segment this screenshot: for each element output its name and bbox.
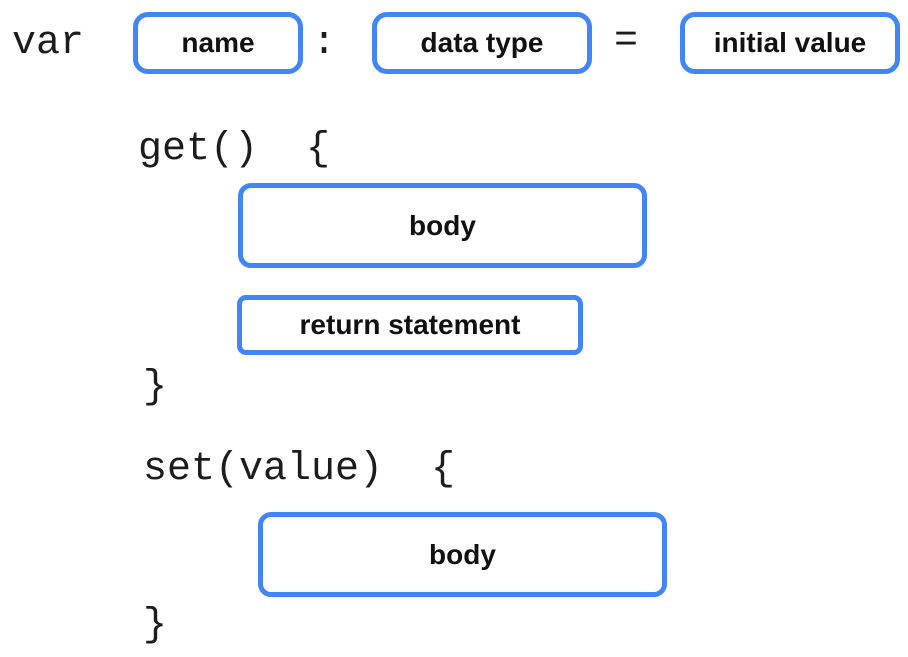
setter-body-placeholder-label: body — [429, 538, 496, 570]
setter-body-placeholder-box: body — [258, 512, 667, 597]
var-keyword: var — [12, 21, 85, 66]
name-placeholder-box: name — [133, 12, 303, 74]
setter-signature: set(value) { — [143, 447, 456, 492]
initial-value-placeholder-box: initial value — [680, 12, 900, 74]
colon-separator: : — [312, 21, 337, 66]
data-type-placeholder-label: data type — [420, 27, 544, 58]
data-type-placeholder-box: data type — [372, 12, 592, 74]
equals-sign: = — [614, 19, 639, 64]
initial-value-placeholder-label: initial value — [713, 27, 867, 58]
return-statement-placeholder-box: return statement — [237, 295, 583, 355]
setter-closing-brace: } — [143, 603, 168, 648]
return-statement-placeholder-label: return statement — [299, 309, 521, 340]
getter-closing-brace: } — [143, 365, 168, 410]
getter-body-placeholder-box: body — [238, 183, 647, 268]
name-placeholder-label: name — [181, 27, 255, 58]
getter-body-placeholder-label: body — [409, 209, 476, 241]
getter-signature: get() { — [138, 127, 331, 172]
